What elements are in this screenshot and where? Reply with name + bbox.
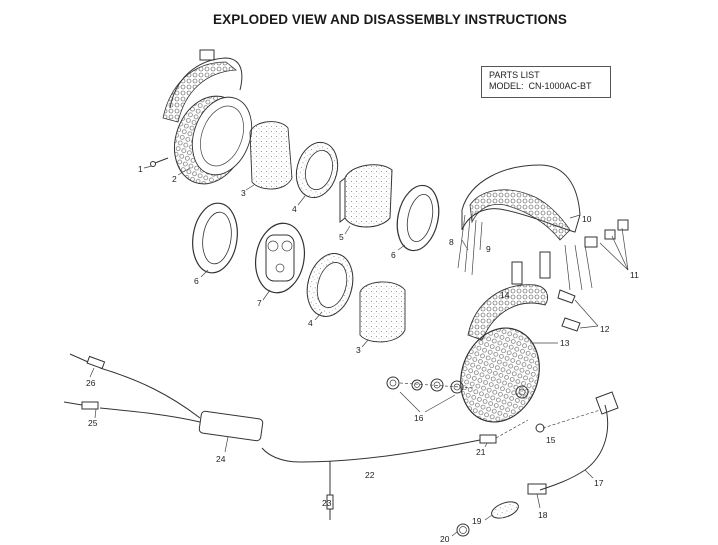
leader-lines (89, 165, 629, 537)
callout: 14 (500, 290, 510, 300)
callout: 15 (546, 435, 556, 445)
callout: 20 (440, 534, 450, 544)
washer-15 (535, 423, 545, 433)
callout: 5 (339, 232, 344, 242)
left-headband (162, 49, 243, 123)
driver-plate-7 (254, 222, 306, 294)
page-title: EXPLODED VIEW AND DISASSEMBLY INSTRUCTIO… (213, 12, 567, 27)
callout: 11 (630, 270, 639, 280)
plug-23 (326, 494, 334, 520)
mesh-5 (339, 164, 393, 228)
callout: 4 (292, 204, 297, 214)
callout: 6 (391, 250, 396, 260)
callout: 25 (88, 418, 98, 428)
callout: 24 (216, 454, 226, 464)
callout: 22 (365, 470, 375, 480)
assembly-axis-16 (399, 382, 476, 389)
callout: 1 (138, 164, 143, 174)
mic-windscreen-19 (491, 501, 519, 519)
callout: 2 (172, 174, 177, 184)
callout: 8 (449, 237, 454, 247)
callout: 18 (538, 510, 548, 520)
ring-4-bottom (306, 253, 354, 317)
callout: 16 (414, 413, 424, 423)
callout: 7 (257, 298, 262, 308)
foam-insert-bottom (359, 281, 406, 343)
callout: 4 (308, 318, 313, 328)
callout: 21 (476, 447, 486, 457)
parts-list-model: MODEL: CN-1000AC-BT (489, 81, 610, 92)
plug-25 (63, 401, 99, 410)
callout: 3 (241, 188, 246, 198)
parts-list-box: PARTS LIST MODEL: CN-1000AC-BT (481, 66, 611, 98)
callout: 19 (472, 516, 482, 526)
screw-1 (150, 157, 169, 167)
inline-control-24 (198, 410, 264, 442)
clip-parts-12 (557, 289, 581, 332)
headband-assembly (457, 164, 593, 291)
callout: 12 (600, 324, 610, 334)
cable-assembly (99, 367, 481, 495)
right-headband-arm (467, 261, 548, 341)
callout: 10 (582, 214, 592, 224)
ear-cushion-6-left (192, 202, 238, 274)
plug-26 (69, 353, 106, 370)
callout: 6 (194, 276, 199, 286)
callout: 3 (356, 345, 361, 355)
callout: 23 (322, 498, 332, 508)
callout: 26 (86, 378, 96, 388)
callout: 13 (560, 338, 570, 348)
model-label: MODEL: (489, 81, 524, 91)
callout: 9 (486, 244, 491, 254)
left-ear-cup (174, 95, 253, 185)
right-ear-cup (460, 327, 540, 423)
callout: 17 (594, 478, 604, 488)
clip-parts-11 (584, 219, 629, 248)
ear-cushion-6-right (396, 184, 440, 252)
foam-insert-top (249, 121, 293, 190)
model-value: CN-1000AC-BT (528, 81, 592, 91)
cable-connector-21 (479, 419, 529, 444)
ring-4-top (295, 141, 339, 199)
o-ring-20 (456, 523, 470, 537)
parts-list-heading: PARTS LIST (489, 70, 540, 80)
